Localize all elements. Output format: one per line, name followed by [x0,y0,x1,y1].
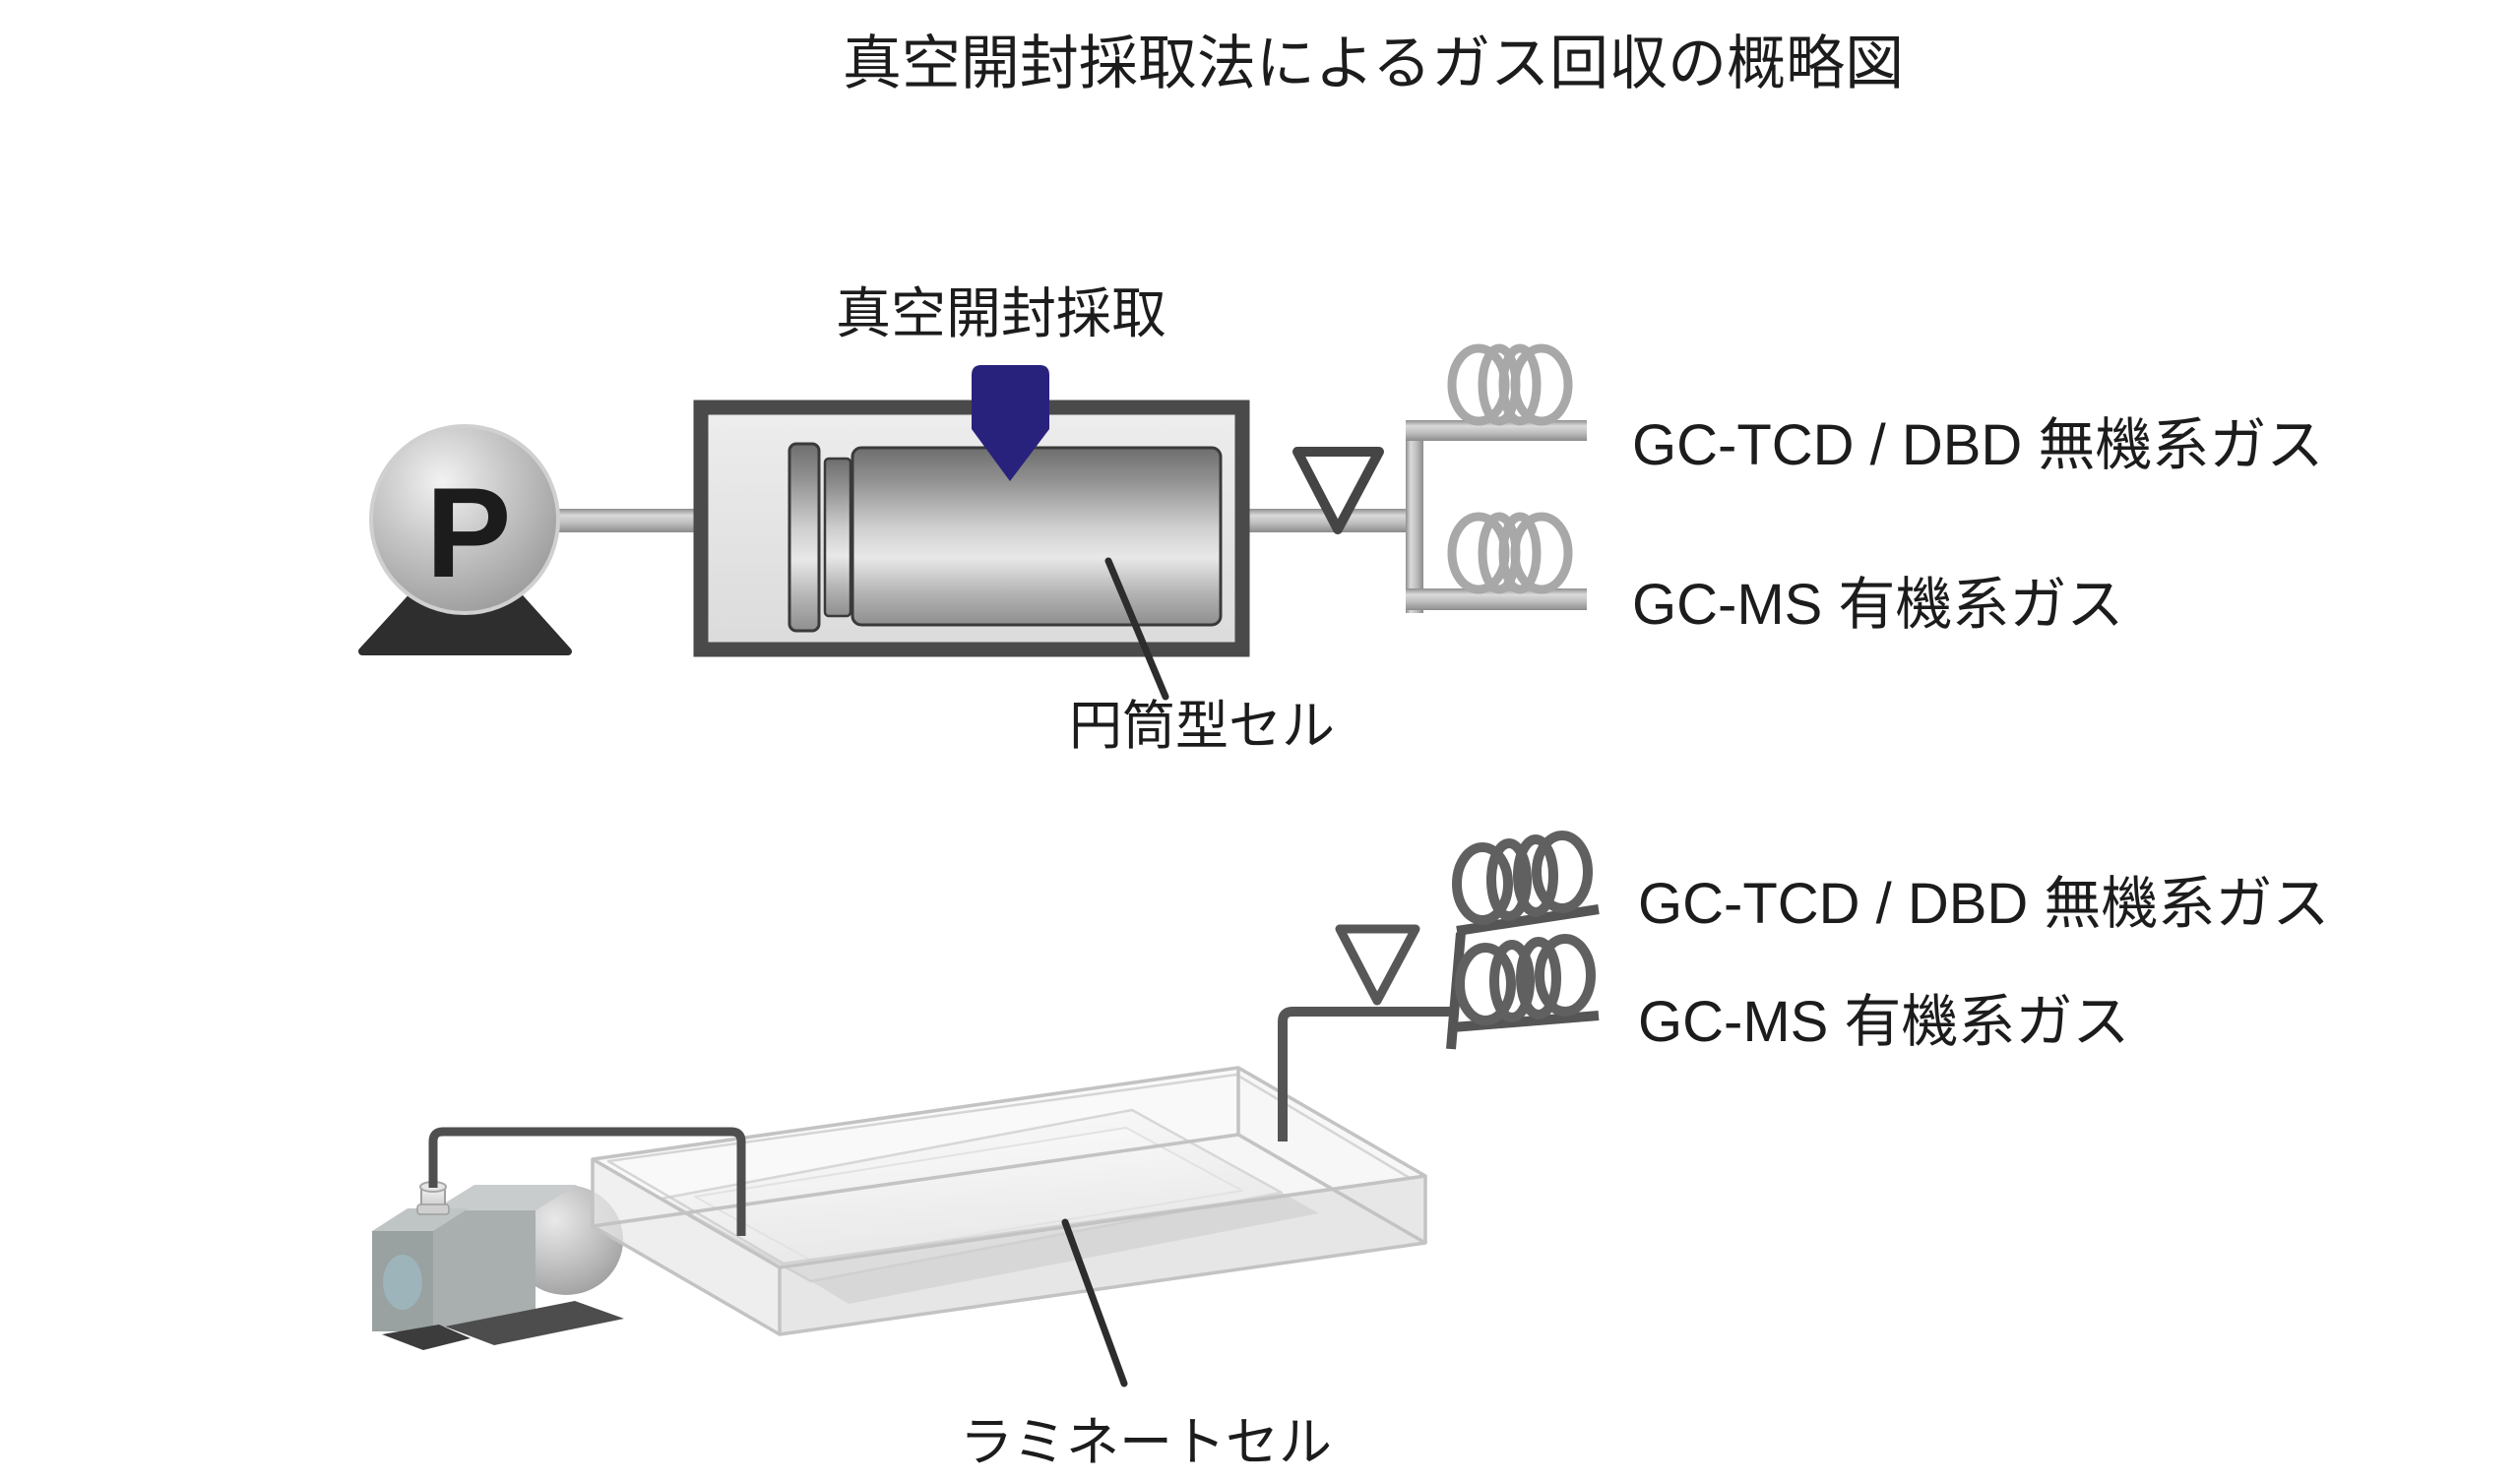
laminate-cell-label: ラミネートセル [960,1413,1332,1472]
output-label-inorganic: GC-TCD / DBD 無機系ガス [1638,872,2329,936]
vacuum-chamber-box [591,1066,1427,1336]
pipe-pump-to-cell [551,509,704,532]
callout-line [1061,1218,1128,1388]
output-label-organic: GC-MS 有機系ガス [1638,990,2129,1054]
tube-pump-to-chamber [428,1127,746,1236]
cylinder-cap-outer [788,442,821,633]
sample-cylinder [850,446,1223,627]
page-title: 真空開封採取法によるガス回収の概略図 [843,31,1904,96]
output-label-inorganic: GC-TCD / DBD 無機系ガス [1632,413,2323,477]
sampling-label: 真空開封採取 [836,282,1166,344]
cylindrical-cell-chamber [693,400,1250,657]
coil-icon [1452,831,1593,925]
pump-letter: P [426,461,512,604]
cylindrical-cell-label: 円筒型セル [1069,697,1335,756]
pump-foot [445,1301,624,1345]
coil-icon [1447,343,1573,426]
chamber-edges [591,1066,1427,1336]
vacuum-pump-icon [372,1181,624,1350]
pump-window [383,1255,422,1310]
top-diagram-cylindrical-cell-system: P 真空開封採取 GC-TCD / DBD 無機系ガス GC-MS 有機系ガス … [358,282,2323,756]
bottom-diagram-laminate-cell-system: GC-TCD / DBD 無機系ガス GC-MS 有機系ガス ラミネートセル [372,831,2329,1472]
coil-icon [1447,512,1573,594]
output-label-organic: GC-MS 有機系ガス [1632,573,2123,637]
cylinder-cap-inner [823,457,852,618]
pump-foot [382,1325,471,1350]
tube-chamber-to-valve [1278,1007,1455,1142]
coil-icon [1455,934,1596,1025]
sampling-arrow-icon [972,365,1049,481]
pump-sphere [369,424,560,615]
callout-line [1104,557,1169,701]
valve-icon [1335,924,1420,1006]
pump-icon: P [358,424,572,655]
valve-icon [1292,447,1384,534]
